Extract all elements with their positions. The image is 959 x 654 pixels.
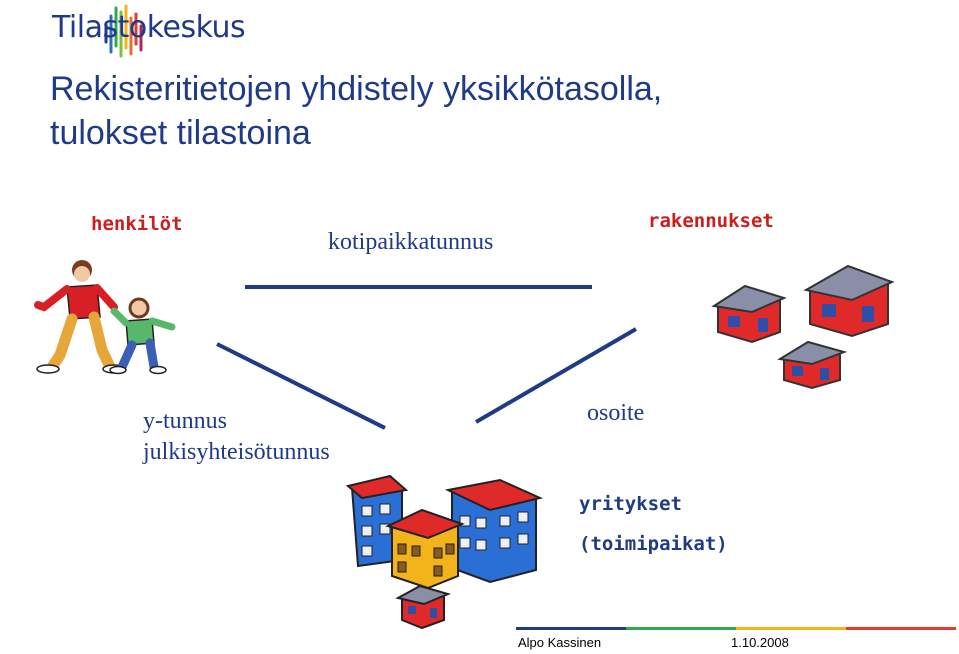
footer-date: 1.10.2008 [731,635,789,650]
line-buildings-companies [474,327,638,424]
block-middle [385,508,465,590]
slide-title-line-2: tulokset tilastoina [50,114,311,152]
link-label-kotipaikkatunnus: kotipaikkatunnus [328,229,494,255]
house-left [711,284,787,344]
slide-title-line-1: Rekisteritietojen yhdistely yksikkötasol… [50,70,663,108]
line-persons-companies [216,342,386,430]
block-right [444,478,544,584]
node-buildings-label: rakennukset [648,210,774,232]
small-house [395,584,452,630]
link-label-osoite: osoite [587,400,645,426]
link-label-y-tunnus: y-tunnus [143,408,227,434]
footer-author: Alpo Kassinen [518,635,602,650]
tilastokeskus-logo [104,4,143,58]
house-bottom [777,340,848,390]
logo-text: Tilastokeskus [52,10,246,45]
footer-color-bar [516,627,956,630]
house-right [803,264,895,338]
apartment-blocks-illustration [345,474,544,630]
node-persons-label: henkilöt [91,213,183,235]
node-companies-sublabel: (toimipaikat) [579,533,728,555]
houses-illustration [711,264,895,390]
node-companies-label: yritykset [579,493,682,515]
people-illustration [34,260,176,375]
link-label-julkisyhteisotunnus: julkisyhteisötunnus [143,439,330,465]
block-left [345,474,409,568]
